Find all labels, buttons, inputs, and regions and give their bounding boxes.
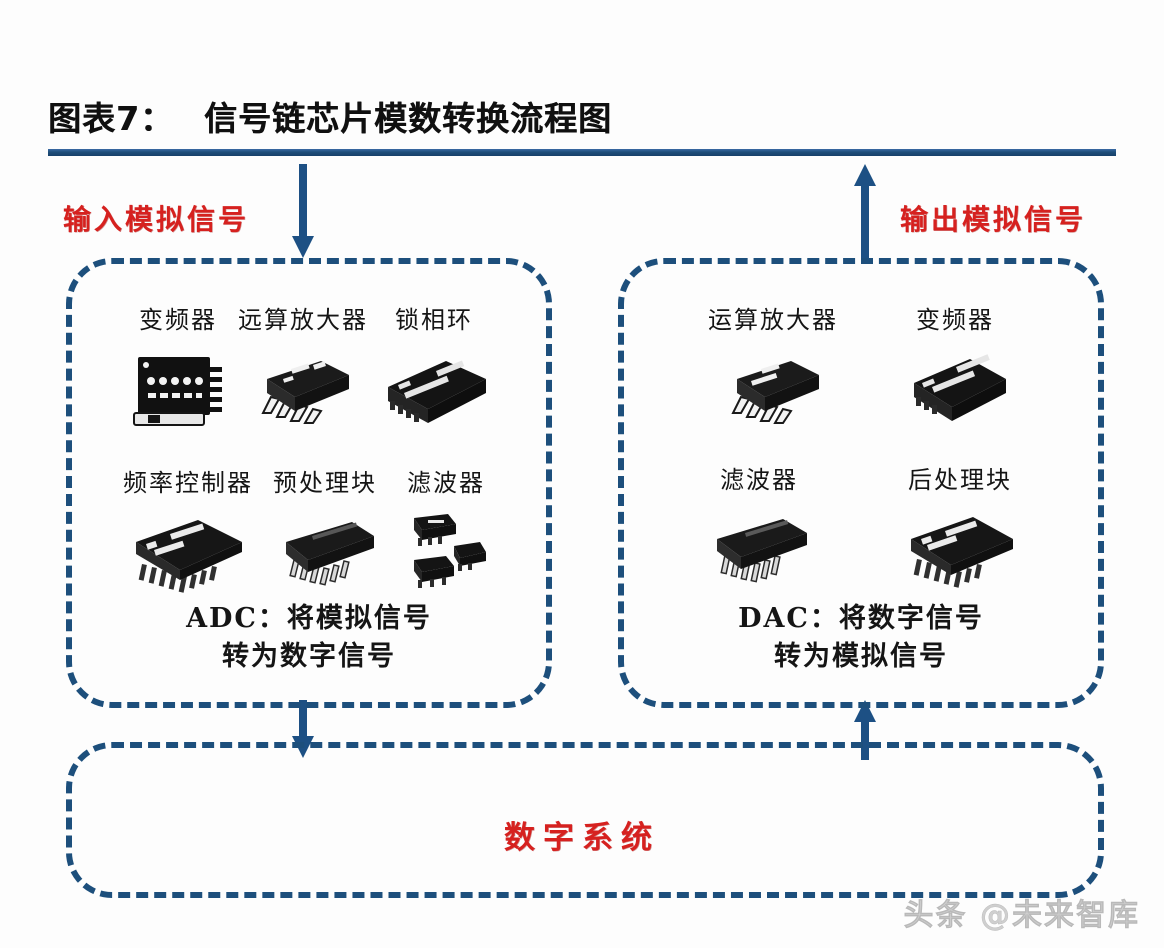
ic-chip-flat-icon — [388, 360, 486, 423]
ic-chip-qfp-icon — [911, 517, 1013, 588]
component-label: 后处理块 — [908, 466, 1012, 494]
component-item: 变频器 — [896, 300, 1014, 435]
component-item: 滤波器 — [695, 460, 823, 591]
arrow-shaft — [861, 186, 869, 260]
ic-chip-soic-icon — [731, 361, 819, 424]
ic-chip-square-icon — [133, 357, 222, 426]
dac-component-row-2: 滤波器 后处理块 — [624, 460, 1098, 591]
ic-chip-sot-cluster-icon — [414, 514, 486, 588]
watermark-text: 头条 @未来智库 — [903, 898, 1140, 933]
component-label: 频率控制器 — [123, 469, 253, 497]
dac-caption-line-2: 转为模拟信号 — [774, 641, 948, 673]
digital-system-container — [66, 742, 1104, 898]
adc-caption-line-2: 转为数字信号 — [222, 641, 396, 673]
component-label: 远算放大器 — [238, 306, 368, 334]
arrow-shaft — [299, 164, 307, 238]
dac-component-row-1: 运算放大器 变频器 — [624, 300, 1098, 435]
component-item: 锁相环 — [374, 300, 494, 435]
dac-caption: DAC：将数字信号 转为模拟信号 — [618, 600, 1104, 677]
component-item: 变频器 — [124, 300, 232, 435]
input-analog-signal-label: 输入模拟信号 — [63, 203, 250, 236]
ic-chip-qfp-icon — [136, 520, 242, 593]
dac-caption-line-1: DAC：将数字信号 — [738, 603, 984, 634]
component-item: 远算放大器 — [238, 300, 368, 435]
page-title: 图表7： 信号链芯片模数转换流程图 — [48, 92, 1116, 140]
figure-title-text: 信号链芯片模数转换流程图 — [203, 99, 612, 138]
adc-caption: ADC：将模拟信号 转为数字信号 — [66, 600, 552, 677]
component-label: 变频器 — [139, 306, 217, 334]
ic-chip-dip-icon — [286, 522, 374, 586]
ic-chip-flat-icon — [914, 354, 1006, 421]
component-item: 滤波器 — [394, 463, 498, 594]
arrow-shaft — [861, 722, 869, 760]
component-label: 预处理块 — [273, 469, 377, 497]
figure-number-label: 图表7： — [48, 99, 174, 138]
adc-component-row-1: 变频器 — [72, 300, 546, 435]
component-label: 变频器 — [916, 306, 994, 334]
ic-chip-dip-icon — [717, 519, 807, 583]
figure-header: 图表7： 信号链芯片模数转换流程图 — [48, 92, 1116, 156]
title-divider — [48, 149, 1116, 156]
arrow-up-icon-output — [854, 164, 876, 260]
ic-chip-soic-icon — [261, 361, 349, 424]
output-analog-signal-label: 输出模拟信号 — [900, 203, 1087, 236]
adc-component-row-2: 频率控制器 — [72, 463, 546, 594]
component-item: 预处理块 — [260, 463, 390, 594]
component-label: 滤波器 — [407, 469, 485, 497]
component-item: 后处理块 — [893, 460, 1027, 591]
digital-system-label: 数字系统 — [504, 820, 660, 856]
arrow-down-icon-input — [292, 164, 314, 260]
component-item: 运算放大器 — [708, 300, 838, 435]
arrow-shaft — [299, 700, 307, 738]
arrow-head — [854, 164, 876, 186]
component-label: 锁相环 — [395, 306, 473, 334]
dac-block-container — [618, 258, 1104, 708]
adc-block-container — [66, 258, 552, 708]
arrow-head — [292, 236, 314, 258]
adc-caption-line-1: ADC：将模拟信号 — [186, 603, 432, 634]
component-item: 频率控制器 — [120, 463, 256, 594]
component-label: 滤波器 — [720, 466, 798, 494]
component-label: 运算放大器 — [708, 306, 838, 334]
